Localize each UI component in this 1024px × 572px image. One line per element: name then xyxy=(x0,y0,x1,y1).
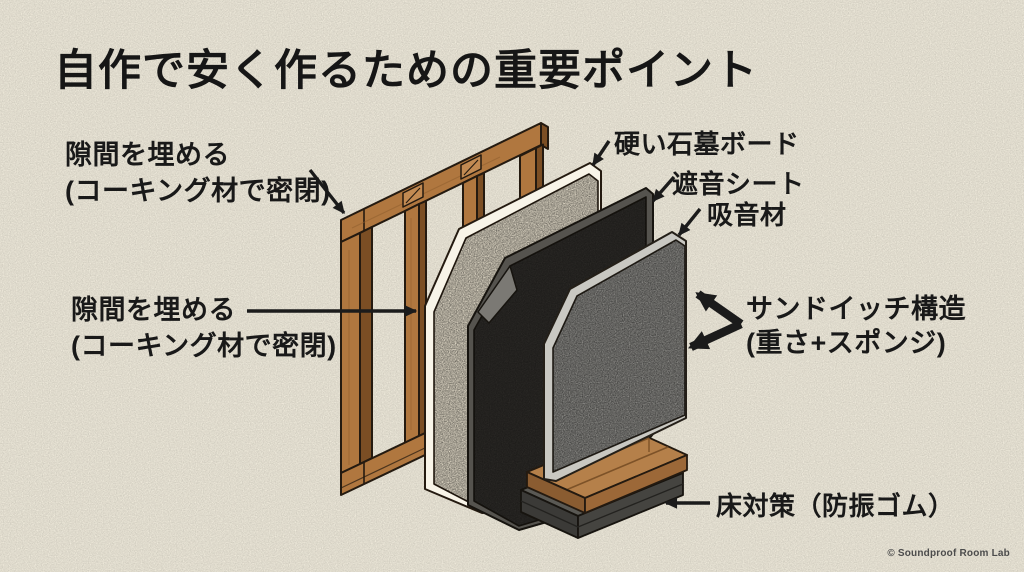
label-sound-sheet: 遮音シート xyxy=(672,169,805,199)
label-gypsum-board: 硬い石墓ボード xyxy=(614,129,800,159)
label-absorber: 吸音材 xyxy=(707,200,787,230)
arrow-gap-top xyxy=(308,168,346,215)
label-gap-top-line2: (コーキング材で密閉) xyxy=(65,175,331,206)
label-gap-top-line1: 隙間を埋める xyxy=(65,140,230,170)
arrow-sandwich-chevron xyxy=(688,290,744,351)
label-sandwich: サンドイッチ構造 (重さ+スポンジ) xyxy=(746,292,966,360)
sound-absorber-panel xyxy=(543,231,687,482)
sheet-folded-corner xyxy=(477,265,518,324)
arrow-gypsum xyxy=(591,140,611,167)
label-gap-top: 隙間を埋める (コーキング材で密閉) xyxy=(65,138,331,209)
label-gap-mid: 隙間を埋める (コーキング材で密閉) xyxy=(71,293,337,364)
arrow-absorber xyxy=(677,207,702,237)
label-sandwich-line2: (重さ+スポンジ) xyxy=(746,328,947,359)
page-title: 自作で安く作るための重要ポイント xyxy=(54,47,758,95)
label-sandwich-line1: サンドイッチ構造 xyxy=(746,294,966,324)
arrow-sheet xyxy=(651,175,676,203)
frame-left-stud xyxy=(340,232,361,474)
label-gap-mid-line1: 隙間を埋める xyxy=(71,295,236,325)
copyright-credit: © Soundproof Room Lab xyxy=(887,548,1010,559)
annotation-arrows xyxy=(247,140,744,509)
frame-middle-stud xyxy=(404,203,420,444)
label-floor: 床対策（防振ゴム） xyxy=(716,491,955,521)
frame-top-plate-endcap xyxy=(540,122,549,150)
label-gap-mid-line2: (コーキング材で密閉) xyxy=(71,330,337,361)
